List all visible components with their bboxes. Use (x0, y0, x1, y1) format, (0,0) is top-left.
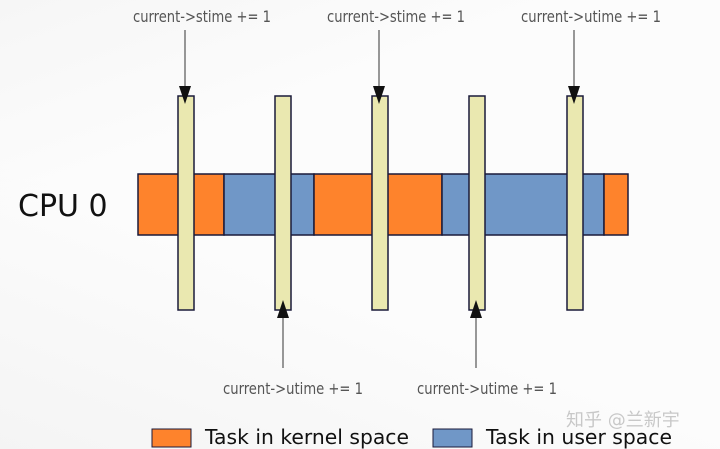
legend-swatch-kernel (151, 428, 192, 448)
legend-label-user: Task in user space (485, 425, 672, 449)
timer-tick-bar (468, 95, 486, 311)
top-annotation-label: current->stime += 1 (327, 7, 465, 26)
timeline-segment-kernel (603, 173, 629, 236)
top-annotation-label: current->utime += 1 (521, 7, 661, 26)
timer-tick-bar (274, 95, 292, 311)
legend: Task in kernel space Task in user space (151, 425, 672, 449)
timeline-segment-user (223, 173, 315, 236)
arrowhead-down (179, 86, 191, 104)
timer-ticks (177, 95, 584, 311)
timer-tick-bar (566, 95, 584, 311)
legend-swatch-user (432, 428, 473, 448)
top-annotation-label: current->stime += 1 (133, 7, 271, 26)
cpu-label: CPU 0 (18, 189, 108, 224)
arrowhead-down (568, 86, 580, 104)
arrowhead-up (470, 300, 482, 318)
bottom-annotation-label: current->utime += 1 (417, 379, 557, 398)
arrowhead-down (373, 86, 385, 104)
timer-tick-bar (177, 95, 195, 311)
watermark-text: 知乎 @兰新宇 (566, 410, 680, 431)
timer-tick-bar (371, 95, 389, 311)
top-arrows (179, 30, 580, 104)
arrowhead-up (277, 300, 289, 318)
bottom-annotation-label: current->utime += 1 (223, 379, 363, 398)
bottom-arrows (277, 300, 482, 368)
legend-label-kernel: Task in kernel space (204, 425, 409, 449)
